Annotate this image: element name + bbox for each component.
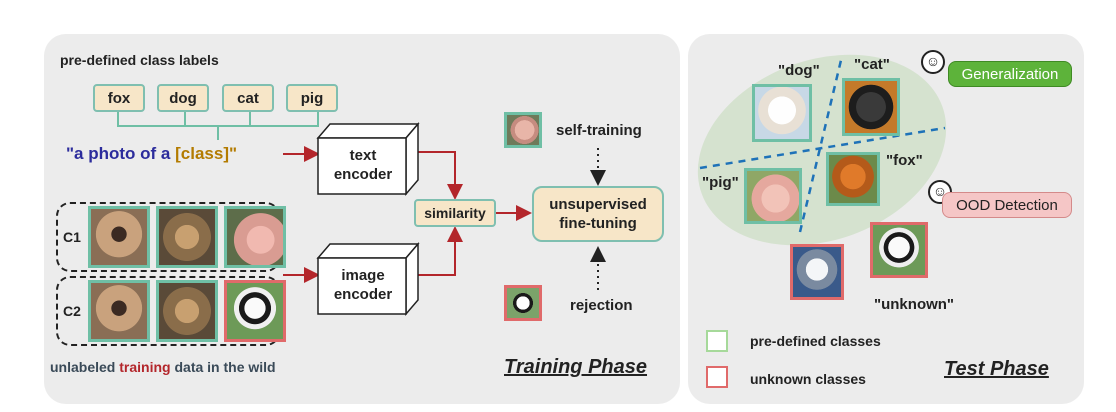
caption-post: data in the wild: [174, 359, 276, 375]
image-encoder-label: image encoder: [333, 267, 393, 303]
self-training-label: self-training: [556, 122, 642, 139]
c2-pug-image: [88, 280, 150, 342]
label-pig: pig: [286, 84, 338, 112]
training-data-caption: unlabeled training data in the wild: [50, 359, 276, 375]
legend-unknown-label: unknown classes: [750, 371, 866, 387]
label-dog: dog: [157, 84, 209, 112]
text-encoder-label: text encoder: [333, 147, 393, 183]
test-tiger-image: [790, 244, 844, 300]
label-cat: cat: [222, 84, 274, 112]
quad-label-cat: "cat": [854, 56, 890, 73]
quad-label-fox: "fox": [886, 152, 923, 169]
similarity-box: similarity: [414, 199, 496, 227]
text-encoder-shape: [316, 121, 420, 197]
c2-cat-image: [156, 280, 218, 342]
prompt-template: "a photo of a [class]": [66, 144, 237, 164]
label-bracket: [117, 112, 319, 140]
test-phase-title: Test Phase: [944, 358, 1049, 380]
test-dog-image: [752, 84, 812, 142]
self-training-pig-image: [504, 112, 542, 148]
legend-predefined-label: pre-defined classes: [750, 333, 881, 349]
c2-panda-image: [224, 280, 286, 342]
test-pig-image: [744, 168, 802, 224]
caption-training: training: [119, 359, 171, 375]
divider-horizontal: [699, 126, 946, 170]
ood-detection-badge: OOD Detection: [942, 192, 1072, 218]
caption-pre: unlabeled: [50, 359, 116, 375]
class-labels-header: pre-defined class labels: [60, 52, 219, 68]
test-panda-image: [870, 222, 928, 278]
quad-label-pig: "pig": [702, 174, 739, 191]
c1-cat-image: [156, 206, 218, 268]
prompt-prefix: "a photo of a: [66, 144, 171, 163]
group-c1-label: C1: [63, 229, 81, 245]
test-cat-image: [842, 78, 900, 136]
rejection-label: rejection: [570, 297, 633, 314]
finetune-box: unsupervised fine-tuning: [532, 186, 664, 242]
arrow-image-encoder-to-similarity: [418, 226, 463, 276]
training-phase-title: Training Phase: [504, 356, 648, 378]
legend-predefined-swatch: [706, 330, 728, 352]
legend-unknown-swatch: [706, 366, 728, 388]
divider-diagonal: [798, 55, 844, 233]
label-fox: fox: [93, 84, 145, 112]
quad-label-dog: "dog": [778, 62, 820, 79]
group-c2-label: C2: [63, 303, 81, 319]
unknown-label: "unknown": [874, 296, 955, 313]
c1-pug-image: [88, 206, 150, 268]
c1-pig-image: [224, 206, 286, 268]
image-encoder-shape: [316, 241, 420, 317]
rejection-panda-image: [504, 285, 542, 321]
arrow-text-encoder-to-similarity: [418, 151, 463, 200]
finetune-label: unsupervised fine-tuning: [549, 196, 647, 232]
generalization-badge: Generalization: [948, 61, 1072, 87]
smiley-icon: ☺: [921, 50, 945, 74]
test-fox-image: [826, 152, 880, 206]
prompt-class: [class]": [175, 144, 238, 163]
